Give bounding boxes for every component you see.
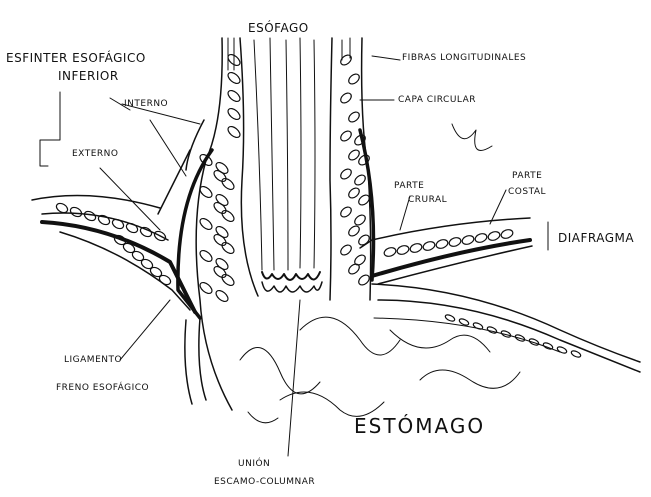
muscle-cell: [214, 224, 230, 239]
muscle-cell: [435, 238, 449, 250]
muscle-cell: [448, 236, 462, 248]
muscle-cell: [198, 280, 214, 295]
muscle-cell: [339, 53, 353, 67]
muscle-cell: [214, 256, 230, 271]
muscle-cell: [353, 213, 367, 227]
muscle-cell: [226, 106, 242, 121]
muscle-cell: [212, 168, 228, 183]
muscle-cell: [461, 234, 475, 246]
label-union-1: UNIÓN: [238, 460, 270, 469]
label-esofago: ESÓFAGO: [248, 22, 309, 34]
diaphragm-left-muscle-cells: [55, 202, 172, 287]
muscle-cell: [214, 288, 230, 303]
muscle-cell: [212, 264, 228, 279]
muscle-cell: [486, 326, 497, 335]
label-esfinter-line2: INFERIOR: [58, 70, 119, 82]
label-externo: EXTERNO: [72, 150, 118, 159]
muscle-cell: [396, 244, 410, 256]
muscle-cell: [212, 232, 228, 247]
label-ligamento-2: FRENO ESOFÁGICO: [56, 384, 149, 393]
muscle-cell: [226, 124, 242, 139]
muscle-cell: [528, 338, 539, 347]
label-parte-costal-2: COSTAL: [508, 188, 546, 197]
label-parte-crural-2: CRURAL: [408, 196, 447, 205]
muscle-cell: [220, 240, 236, 255]
muscle-cell: [339, 205, 353, 219]
label-esfinter-line1: ESFINTER ESOFÁGICO: [6, 52, 146, 64]
muscle-cell: [347, 186, 361, 200]
muscle-cell: [474, 232, 488, 244]
label-union-2: ESCAMO-COLUMNAR: [214, 478, 315, 487]
label-interno: INTERNO: [124, 100, 168, 109]
label-ligamento-1: LIGAMENTO: [64, 356, 122, 365]
muscle-cell: [83, 210, 97, 223]
muscle-cell: [357, 233, 371, 247]
muscle-cell: [220, 208, 236, 223]
muscle-cell: [226, 70, 242, 85]
esophagus-left-wall: [178, 38, 258, 410]
esophagus-right-muscle-cells: [339, 53, 371, 287]
muscle-cell: [347, 110, 361, 124]
esophagus-left-muscle-cells: [198, 52, 242, 303]
squamocolumnar-folds: [262, 272, 322, 292]
diaphragm-right-muscle-cells: [383, 228, 514, 258]
muscle-cell: [125, 222, 139, 235]
label-fibras-longitudinales: FIBRAS LONGITUDINALES: [402, 54, 526, 63]
muscle-cell: [339, 129, 353, 143]
muscle-cell: [347, 224, 361, 238]
muscle-cell: [542, 342, 553, 351]
diaphragm-right: [360, 218, 532, 284]
muscle-cell: [353, 173, 367, 187]
label-diafragma: DIAFRAGMA: [558, 232, 634, 244]
muscle-cell: [198, 216, 214, 231]
muscle-cell: [214, 160, 230, 175]
muscle-cell: [347, 72, 361, 86]
muscle-cell: [487, 230, 501, 242]
muscle-cell: [226, 88, 242, 103]
muscle-cell: [383, 246, 397, 258]
esophagus-right-wall: [330, 38, 374, 300]
label-capa-circular: CAPA CIRCULAR: [398, 96, 476, 105]
muscle-cell: [339, 243, 353, 257]
diaphragm-left: [32, 150, 195, 312]
muscle-cell: [422, 240, 436, 252]
muscle-cell: [444, 314, 455, 323]
muscle-cell: [500, 228, 514, 240]
stomach-mucosa: [240, 317, 520, 423]
muscle-cell: [198, 248, 214, 263]
muscle-cell: [339, 167, 353, 181]
label-parte-costal-1: PARTE: [512, 172, 542, 181]
muscle-cell: [111, 218, 125, 231]
muscle-cell: [500, 330, 511, 339]
muscle-cell: [220, 272, 236, 287]
muscle-cell: [220, 176, 236, 191]
muscle-cell: [69, 206, 83, 219]
label-estomago: ESTÓMAGO: [354, 416, 485, 436]
muscle-cell: [556, 346, 567, 355]
muscle-cell: [212, 200, 228, 215]
muscle-cell: [570, 350, 581, 359]
stomach-wall: [185, 284, 640, 404]
muscle-cell: [347, 262, 361, 276]
muscle-cell: [214, 192, 230, 207]
callout-lines: [40, 56, 548, 456]
muscle-cell: [472, 322, 483, 331]
muscle-cell: [357, 273, 371, 287]
label-parte-crural-1: PARTE: [394, 182, 424, 191]
muscle-cell: [339, 91, 353, 105]
muscle-cell: [409, 242, 423, 254]
muscle-cell: [353, 253, 367, 267]
